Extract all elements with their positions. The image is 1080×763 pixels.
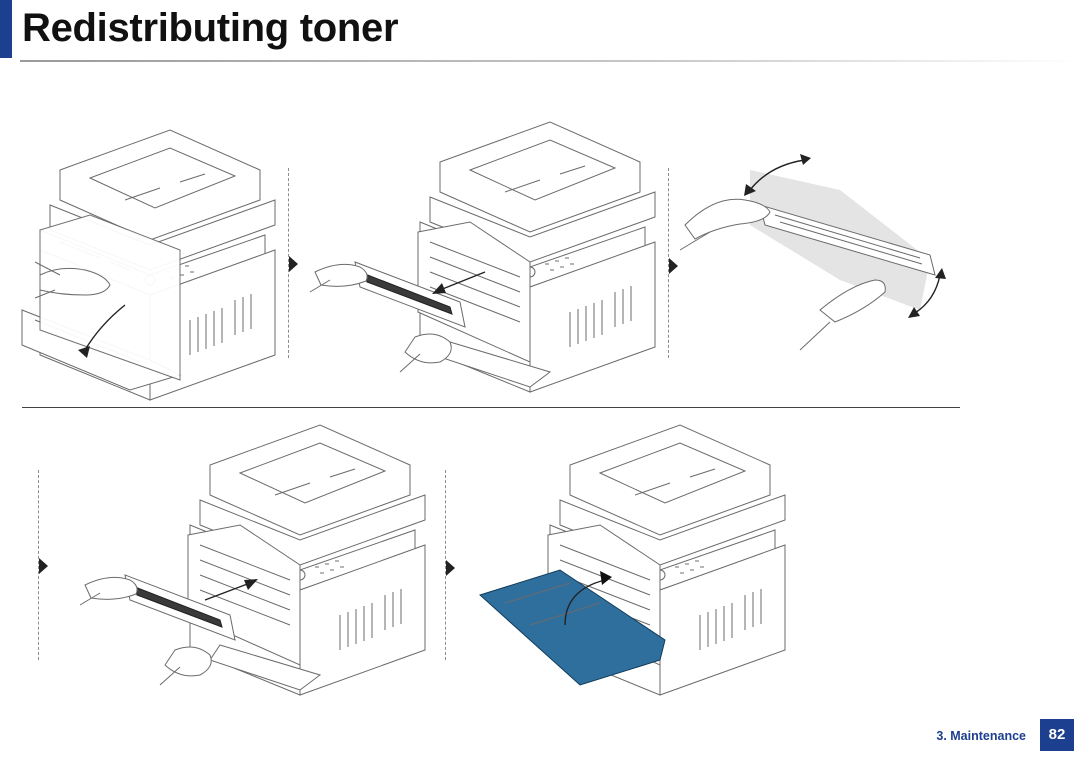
step-separator	[445, 470, 446, 660]
footer-section-link[interactable]: 3. Maintenance	[936, 729, 1026, 743]
page-number-badge: 82	[1040, 719, 1074, 751]
step-5-close-front-cover	[479, 424, 786, 696]
step-arrow-icon	[446, 560, 455, 576]
step-separator	[38, 470, 39, 660]
illustration-steps	[21, 121, 946, 696]
step-3-shake-toner-cartridge	[679, 154, 946, 351]
step-separator	[668, 168, 669, 358]
title-accent-bar	[0, 0, 12, 58]
step-separator	[288, 168, 289, 358]
step-arrow-icon	[39, 558, 48, 574]
step-arrow-icon	[289, 256, 298, 272]
step-4-reinsert-toner-cartridge	[79, 424, 426, 696]
step-arrow-icon	[669, 258, 678, 274]
title-underline	[20, 60, 1080, 62]
page-title: Redistributing toner	[22, 6, 399, 50]
step-1-open-front-cover	[21, 129, 276, 401]
step-2-pull-out-toner-cartridge	[309, 121, 656, 393]
row-divider	[22, 407, 960, 408]
